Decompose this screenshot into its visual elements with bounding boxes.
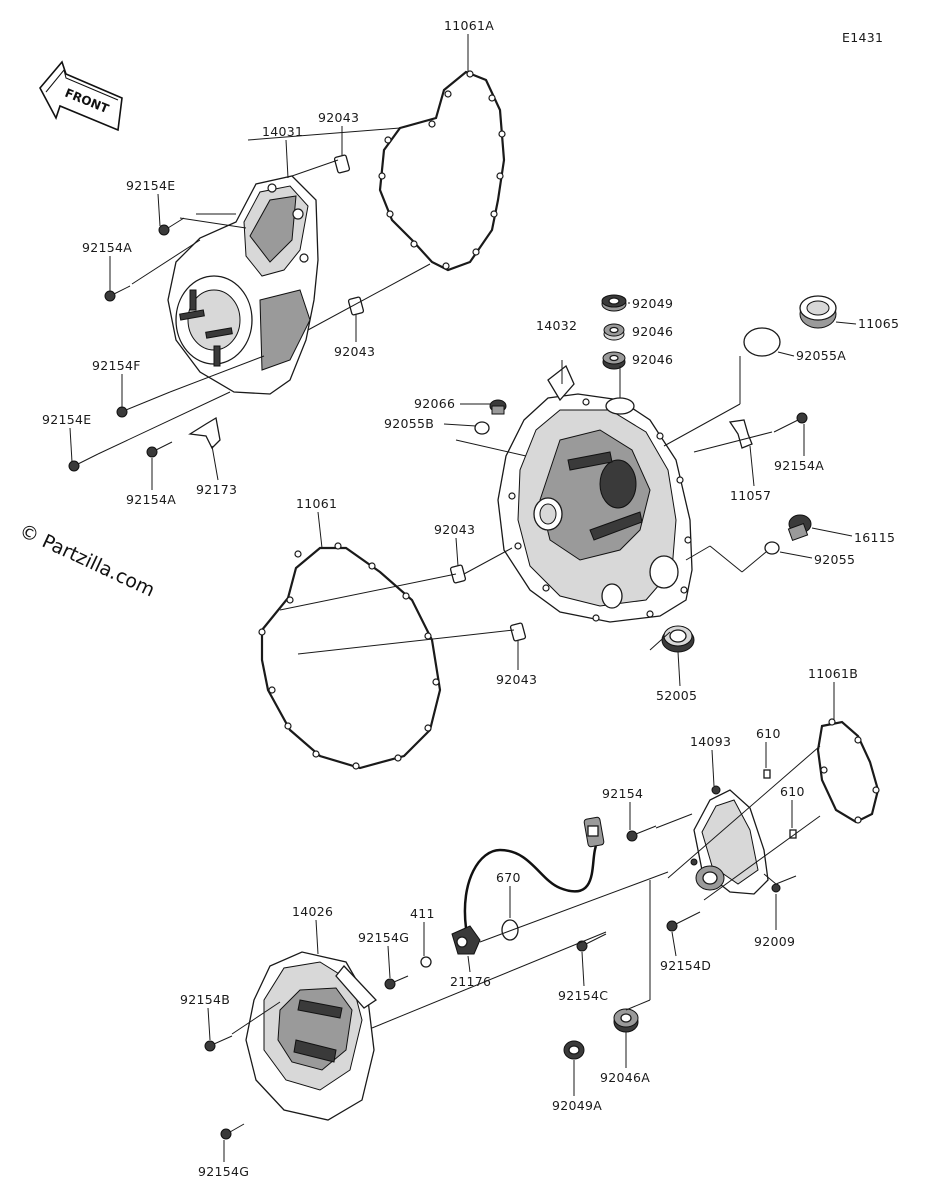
label-14093: 14093 [690,734,731,749]
label-92049: 92049 [632,296,673,311]
bracket-11057 [728,419,753,449]
watermark: © Partzilla.com [16,520,158,602]
bolt-92009 [771,883,781,893]
dowel-pin-92043-c [449,564,467,584]
label-92154G-a: 92154G [358,930,409,945]
label-92154: 92154 [602,786,643,801]
bolt-92154E-a [158,217,185,236]
label-92046-a: 92046 [632,324,673,339]
label-11061: 11061 [296,496,337,511]
bolt-92154F [116,391,171,418]
washer-411 [420,956,432,968]
label-92173: 92173 [196,482,237,497]
label-14031: 14031 [262,124,303,139]
label-92046A: 92046A [600,1070,650,1085]
label-92049A: 92049A [552,1098,602,1113]
cap-11065 [799,295,837,329]
bearing-92046A [613,1008,639,1033]
plug-92066 [489,399,507,415]
dowel-pin-92043-b [347,296,365,316]
label-11061A: 11061A [444,18,494,33]
label-92066: 92066 [414,396,455,411]
label-14032: 14032 [536,318,577,333]
label-92154A-b: 92154A [126,492,176,507]
clamp-92173 [188,416,221,450]
label-16115: 16115 [854,530,895,545]
dowel-pin-92043-d [509,622,527,642]
label-52005: 52005 [656,688,697,703]
label-92055B: 92055B [384,416,434,431]
bolt-92154 [626,825,657,842]
label-92154D: 92154D [660,958,711,973]
bearing-92046-b [602,351,626,370]
label-92043-d: 92043 [496,672,537,687]
o-ring-92055A [743,327,781,357]
bolt-92154G-a [384,975,409,990]
label-610-b: 610 [780,784,805,799]
label-11057: 11057 [730,488,771,503]
label-92154G-b: 92154G [198,1164,249,1179]
bolt-92154G-b [220,1123,245,1140]
washer-92055B [474,421,490,435]
bolt-92154C [576,933,607,952]
pin-610-b [789,829,797,839]
pin-610-a [763,769,771,779]
label-92055A: 92055A [796,348,846,363]
label-92043-b: 92043 [334,344,375,359]
oil-seal-92049A [563,1040,585,1060]
label-92055: 92055 [814,552,855,567]
front-direction-arrow: FRONT [39,60,123,132]
oil-seal-52005 [661,625,695,653]
label-92154C: 92154C [558,988,608,1003]
bearing-92046-a [603,323,625,341]
label-92046-b: 92046 [632,352,673,367]
label-92154F: 92154F [92,358,141,373]
label-92009: 92009 [754,934,795,949]
gasket-11061A [378,70,506,272]
bolt-92154D [666,911,701,932]
bolt-92154A-a [104,285,131,302]
label-610-a: 610 [756,726,781,741]
bolt-92154E-b [68,453,99,472]
cover-14026 [245,951,378,1121]
gasket-11061B [816,718,880,824]
o-ring-92055 [764,541,780,555]
oil-seal-92049 [601,294,627,312]
o-ring-670 [501,919,519,941]
sensor-21176 [451,816,605,955]
label-92154E-b: 92154E [42,412,91,427]
generator-cover-14031 [167,175,319,395]
bolt-92154A-c [773,412,808,433]
label-92154A-a: 92154A [82,240,132,255]
label-92154E-a: 92154E [126,178,175,193]
label-92154A-c: 92154A [774,458,824,473]
part-labels: 11061A 92043 14031 92154E 92154A 92043 9… [42,18,899,1179]
label-670: 670 [496,870,521,885]
label-14026: 14026 [292,904,333,919]
filler-cap-16115 [787,514,812,542]
label-21176: 21176 [450,974,491,989]
diagram-code: E1431 [842,30,883,45]
clutch-cover-14032 [497,364,693,623]
gasket-11061 [258,542,442,770]
cover-14093 [690,785,769,895]
label-11061B: 11061B [808,666,858,681]
label-92043-c: 92043 [434,522,475,537]
bolt-92154B [204,1035,233,1052]
bolt-92154A-b [146,441,173,458]
label-92154B: 92154B [180,992,230,1007]
dowel-pin-92043-a [333,154,351,174]
label-92043-a: 92043 [318,110,359,125]
label-11065: 11065 [858,316,899,331]
label-411: 411 [410,906,435,921]
